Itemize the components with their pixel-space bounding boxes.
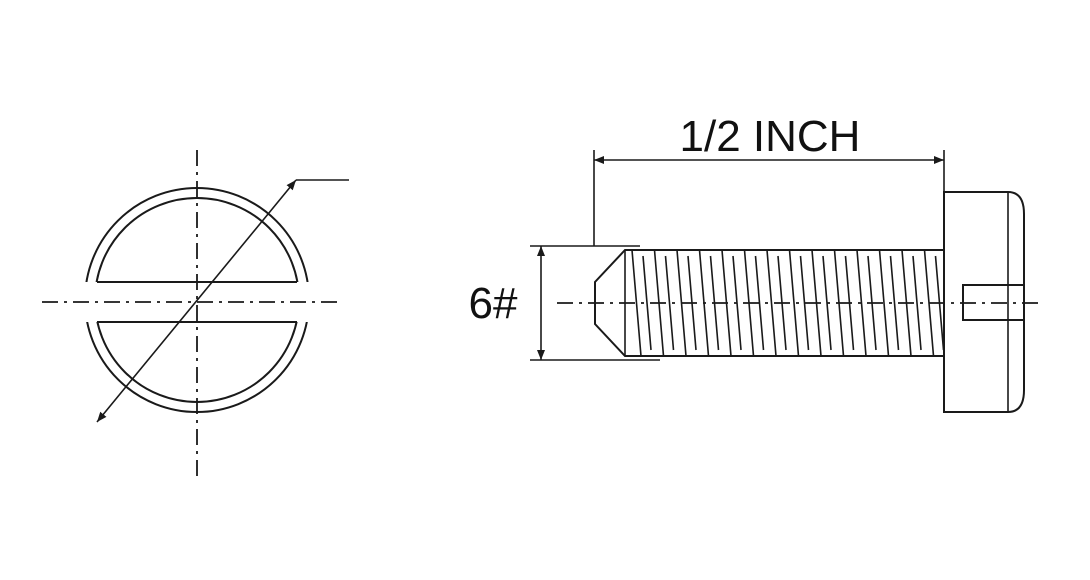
head-end-view xyxy=(42,150,349,478)
screw-side-view xyxy=(557,191,1038,413)
threaded-shank xyxy=(594,249,945,357)
length-dimension: 1/2 INCH xyxy=(593,112,945,246)
thread-root xyxy=(754,255,765,351)
diameter-dimension: 6# xyxy=(469,245,660,361)
thread-root xyxy=(912,255,922,351)
screw-head xyxy=(943,191,1025,413)
thread-crest xyxy=(856,249,867,357)
thread-crest xyxy=(878,249,890,357)
thread-root xyxy=(664,255,675,351)
thread-root xyxy=(889,255,900,351)
thread-crest xyxy=(766,249,777,357)
thread-root xyxy=(642,255,652,351)
size-label: 6# xyxy=(469,279,518,328)
thread-crest xyxy=(631,249,642,357)
thread-crest xyxy=(788,249,800,357)
thread-lines xyxy=(631,249,945,357)
thread-root xyxy=(799,255,810,351)
length-label: 1/2 INCH xyxy=(680,112,861,161)
head-diameter-leader xyxy=(96,179,297,423)
